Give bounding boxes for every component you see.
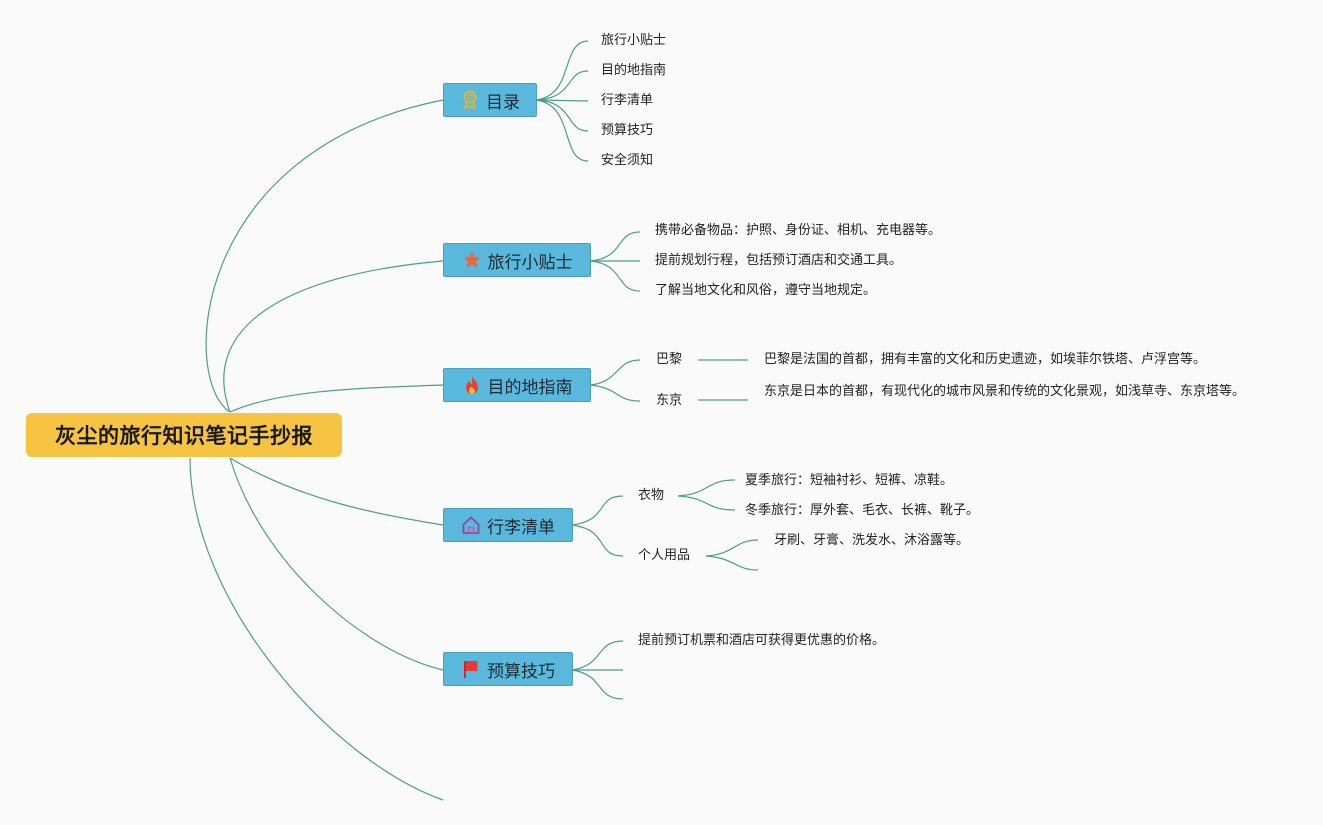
fire-icon: [462, 375, 482, 395]
toc-item: 预算技巧: [601, 123, 654, 138]
packing-item: 牙刷、牙膏、洗发水、沐浴露等。: [774, 533, 970, 548]
guide-desc-paris: 巴黎是法国的首都，拥有丰富的文化和历史遗迹，如埃菲尔铁塔、卢浮宫等。: [764, 352, 1207, 367]
branch-label: 预算技巧: [487, 661, 555, 682]
packing-category-personal: 个人用品: [638, 548, 691, 563]
tips-item: 提前规划行程，包括预订酒店和交通工具。: [655, 253, 903, 268]
packing-item: 冬季旅行：厚外套、毛衣、长裤、靴子。: [745, 503, 980, 518]
award-icon: [460, 90, 480, 110]
tips-item: 携带必备物品：护照、身份证、相机、充电器等。: [655, 223, 942, 238]
branch-tips[interactable]: 旅行小贴士: [443, 243, 591, 277]
branch-label: 目录: [486, 92, 520, 113]
guide-city-paris: 巴黎: [656, 352, 683, 367]
branch-toc[interactable]: 目录: [443, 83, 537, 117]
toc-item: 行李清单: [601, 93, 654, 108]
branch-budget[interactable]: 预算技巧: [443, 652, 573, 686]
branch-label: 旅行小贴士: [487, 252, 573, 273]
branch-packing[interactable]: 行李清单: [443, 508, 573, 542]
guide-city-tokyo: 东京: [656, 393, 683, 408]
toc-item: 目的地指南: [601, 63, 667, 78]
star-icon: [462, 250, 482, 270]
flag-icon: [461, 659, 481, 679]
packing-category-clothes: 衣物: [638, 488, 665, 503]
toc-item: 旅行小贴士: [601, 33, 667, 48]
central-topic[interactable]: 灰尘的旅行知识笔记手抄报: [26, 413, 342, 457]
guide-desc-tokyo: 东京是日本的首都，有现代化的城市风景和传统的文化景观，如浅草寺、东京塔等。: [764, 384, 1246, 399]
home-icon: [461, 515, 481, 535]
branch-guide[interactable]: 目的地指南: [443, 368, 591, 402]
branch-label: 目的地指南: [487, 377, 573, 398]
branch-label: 行李清单: [487, 517, 555, 538]
budget-item: 提前预订机票和酒店可获得更优惠的价格。: [638, 633, 886, 648]
tips-item: 了解当地文化和风俗，遵守当地规定。: [655, 283, 877, 298]
toc-item: 安全须知: [601, 153, 654, 168]
packing-item: 夏季旅行：短袖衬衫、短裤、凉鞋。: [745, 473, 954, 488]
